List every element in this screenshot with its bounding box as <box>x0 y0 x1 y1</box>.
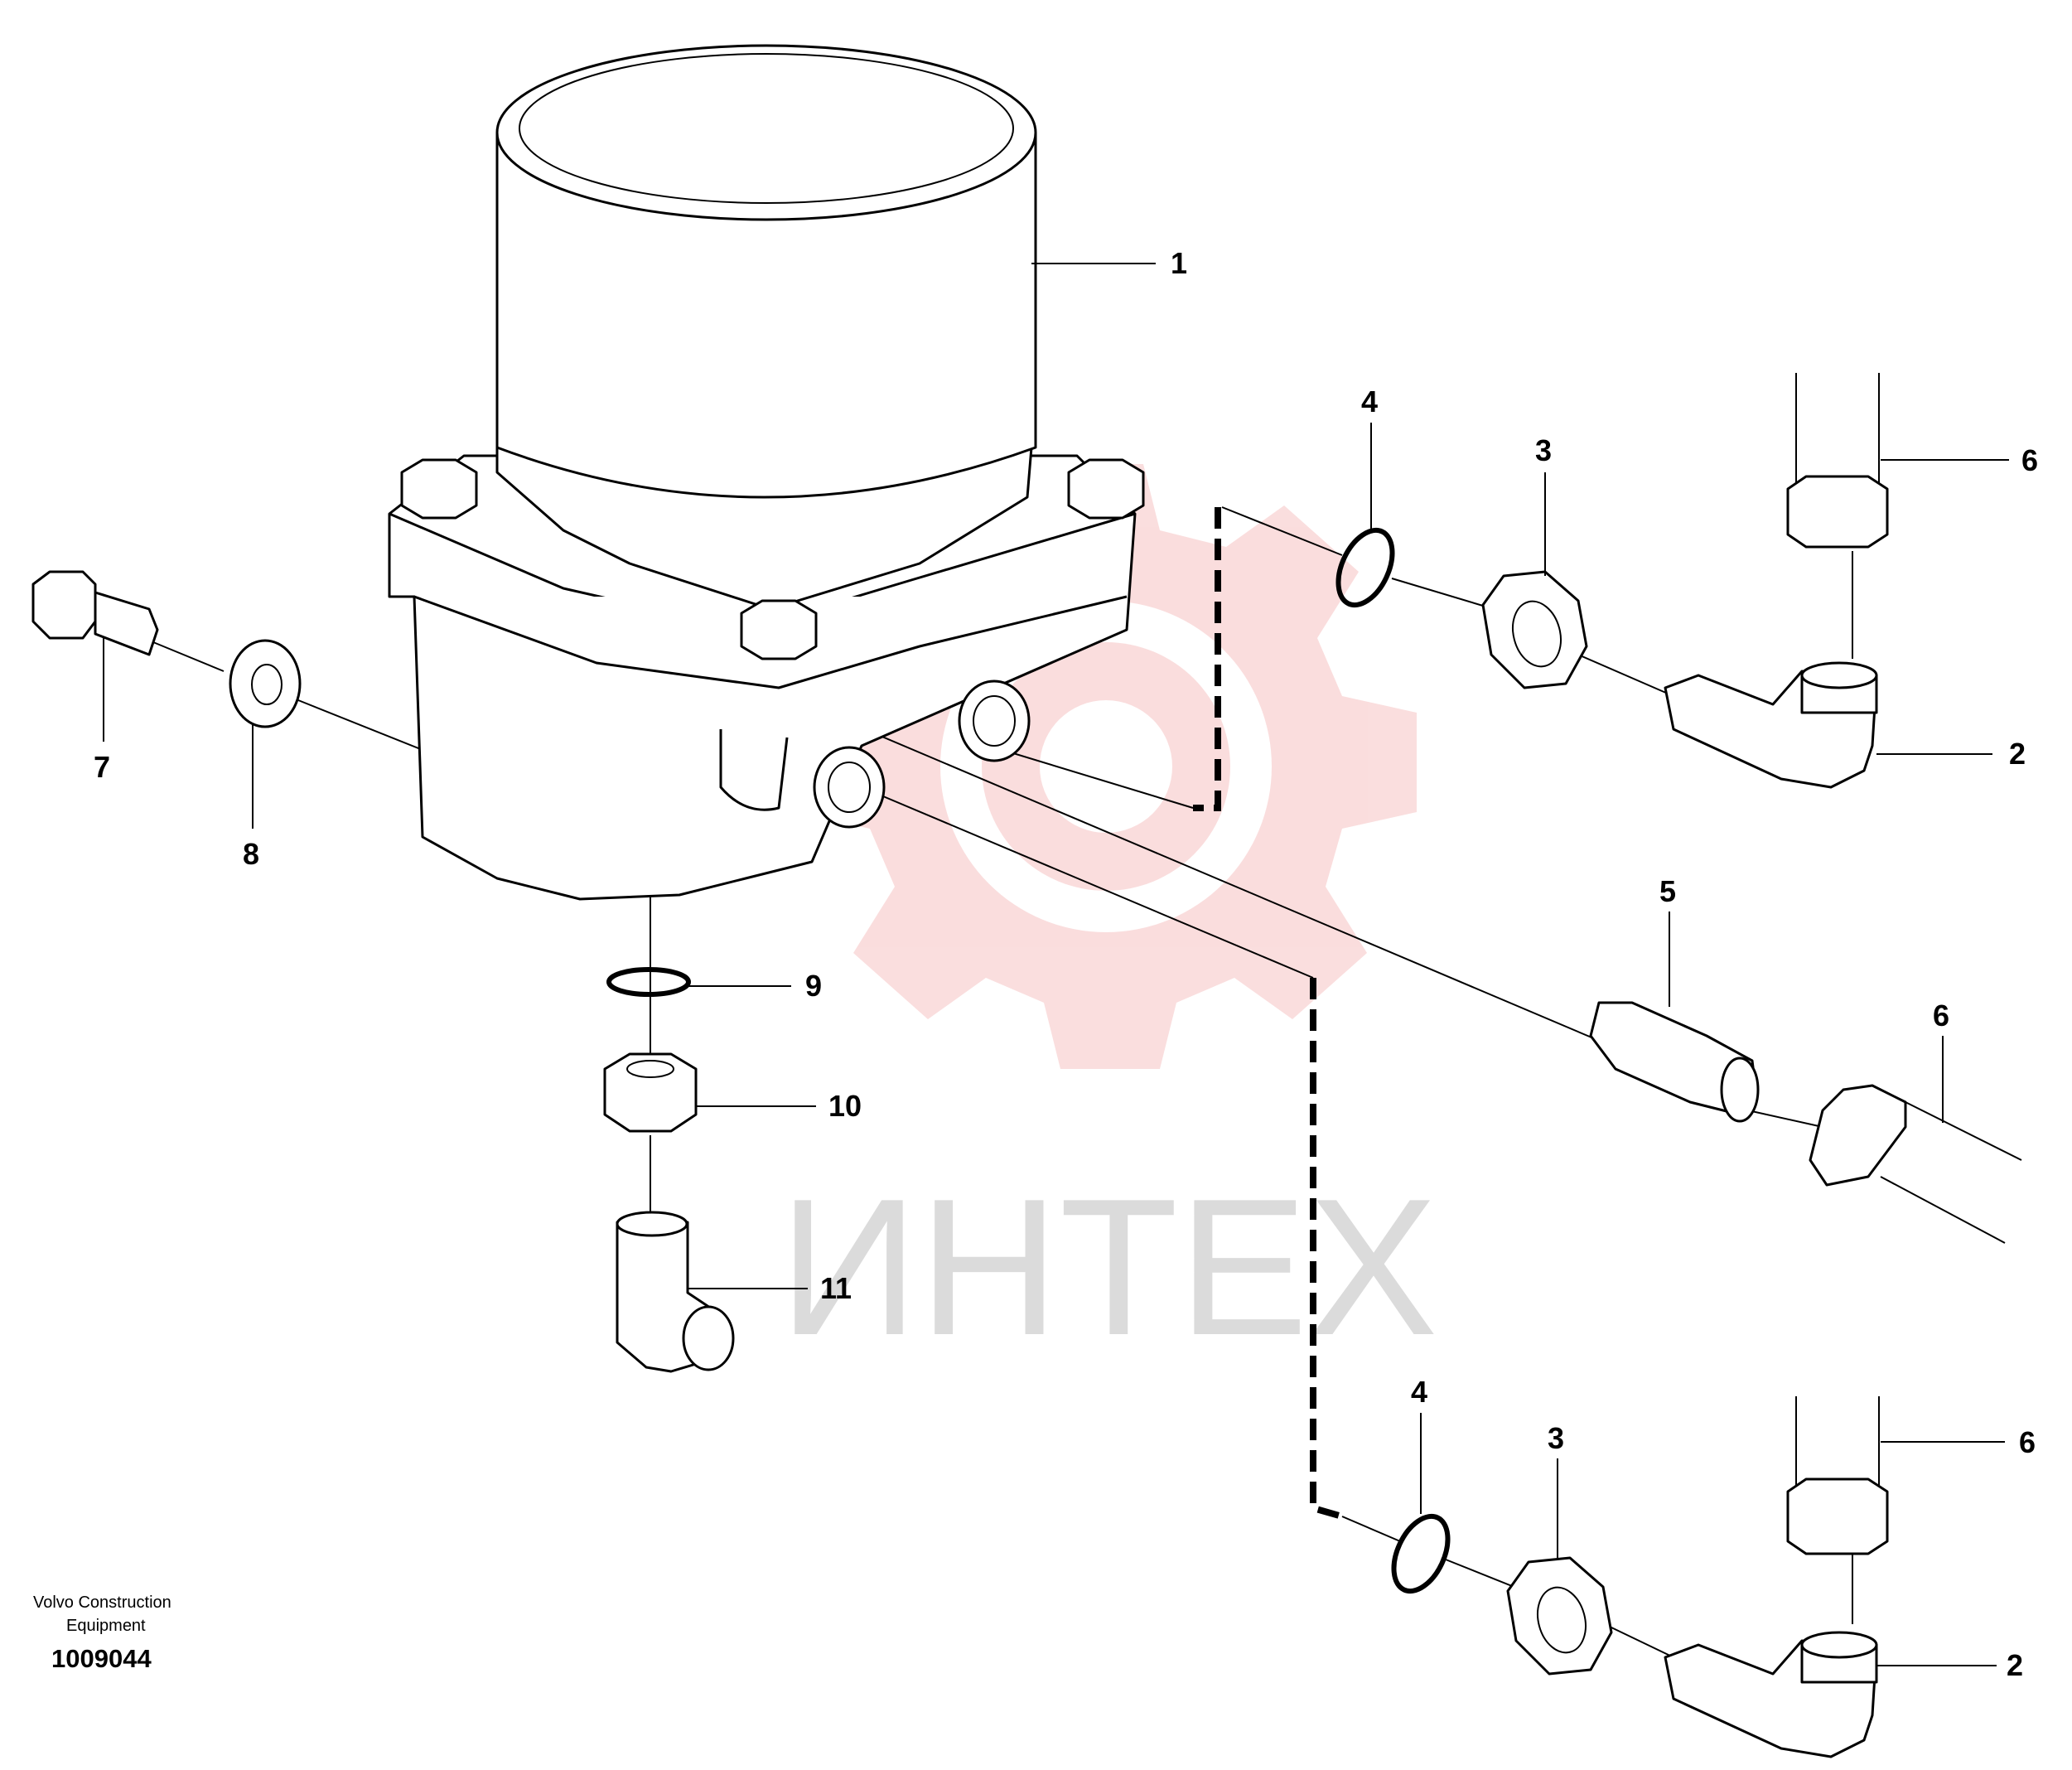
callout-2-upper: 2 <box>2009 737 2026 771</box>
callout-4-upper: 4 <box>1361 384 1378 418</box>
nut-part-3-lower <box>1506 1556 1613 1676</box>
o-ring-part-4-lower <box>1391 1513 1451 1594</box>
elbow-fitting-part-11 <box>616 1211 735 1373</box>
elbow-fitting-part-2-upper <box>1664 661 1878 789</box>
elbow-fitting-part-2-lower <box>1664 1631 1878 1758</box>
callout-10: 10 <box>828 1089 862 1123</box>
callout-6-lower: 6 <box>2019 1425 2036 1459</box>
dashed-line-upper <box>1193 507 1221 811</box>
callout-6-upper: 6 <box>2021 443 2038 477</box>
o-ring-part-9 <box>606 967 691 997</box>
brand-line-2: Equipment <box>66 1617 146 1635</box>
brand-line-1: Volvo Construction <box>33 1593 171 1612</box>
callout-8: 8 <box>243 837 259 871</box>
o-ring-part-4-upper <box>1335 527 1395 608</box>
nut-part-10 <box>603 1052 698 1133</box>
tube-part-6-middle <box>1809 1084 2022 1244</box>
dashed-line-lower <box>1310 978 1344 1520</box>
callout-3-lower: 3 <box>1548 1421 1564 1455</box>
callout-leaders <box>103 263 2009 1666</box>
callout-2-lower: 2 <box>2007 1648 2023 1682</box>
callout-9: 9 <box>805 969 822 1003</box>
callout-4-lower: 4 <box>1411 1375 1427 1409</box>
document-number: 1009044 <box>51 1644 152 1673</box>
watermark-text: ИНТЕХ <box>779 1158 1438 1376</box>
nut-part-3-upper <box>1481 570 1588 689</box>
bolt-part-7 <box>31 570 159 656</box>
tube-part-6-lower <box>1786 1396 1889 1555</box>
callout-3-upper: 3 <box>1535 433 1552 467</box>
callout-7: 7 <box>94 750 110 784</box>
air-dryer-assembly <box>388 44 1145 901</box>
callout-5: 5 <box>1659 874 1676 908</box>
tube-part-6-upper <box>1786 373 1889 549</box>
callout-1: 1 <box>1171 246 1187 280</box>
adapter-part-5 <box>1589 1001 1760 1123</box>
callout-6-middle: 6 <box>1933 999 1949 1032</box>
washer-part-8 <box>229 639 302 728</box>
callout-11: 11 <box>820 1271 852 1305</box>
